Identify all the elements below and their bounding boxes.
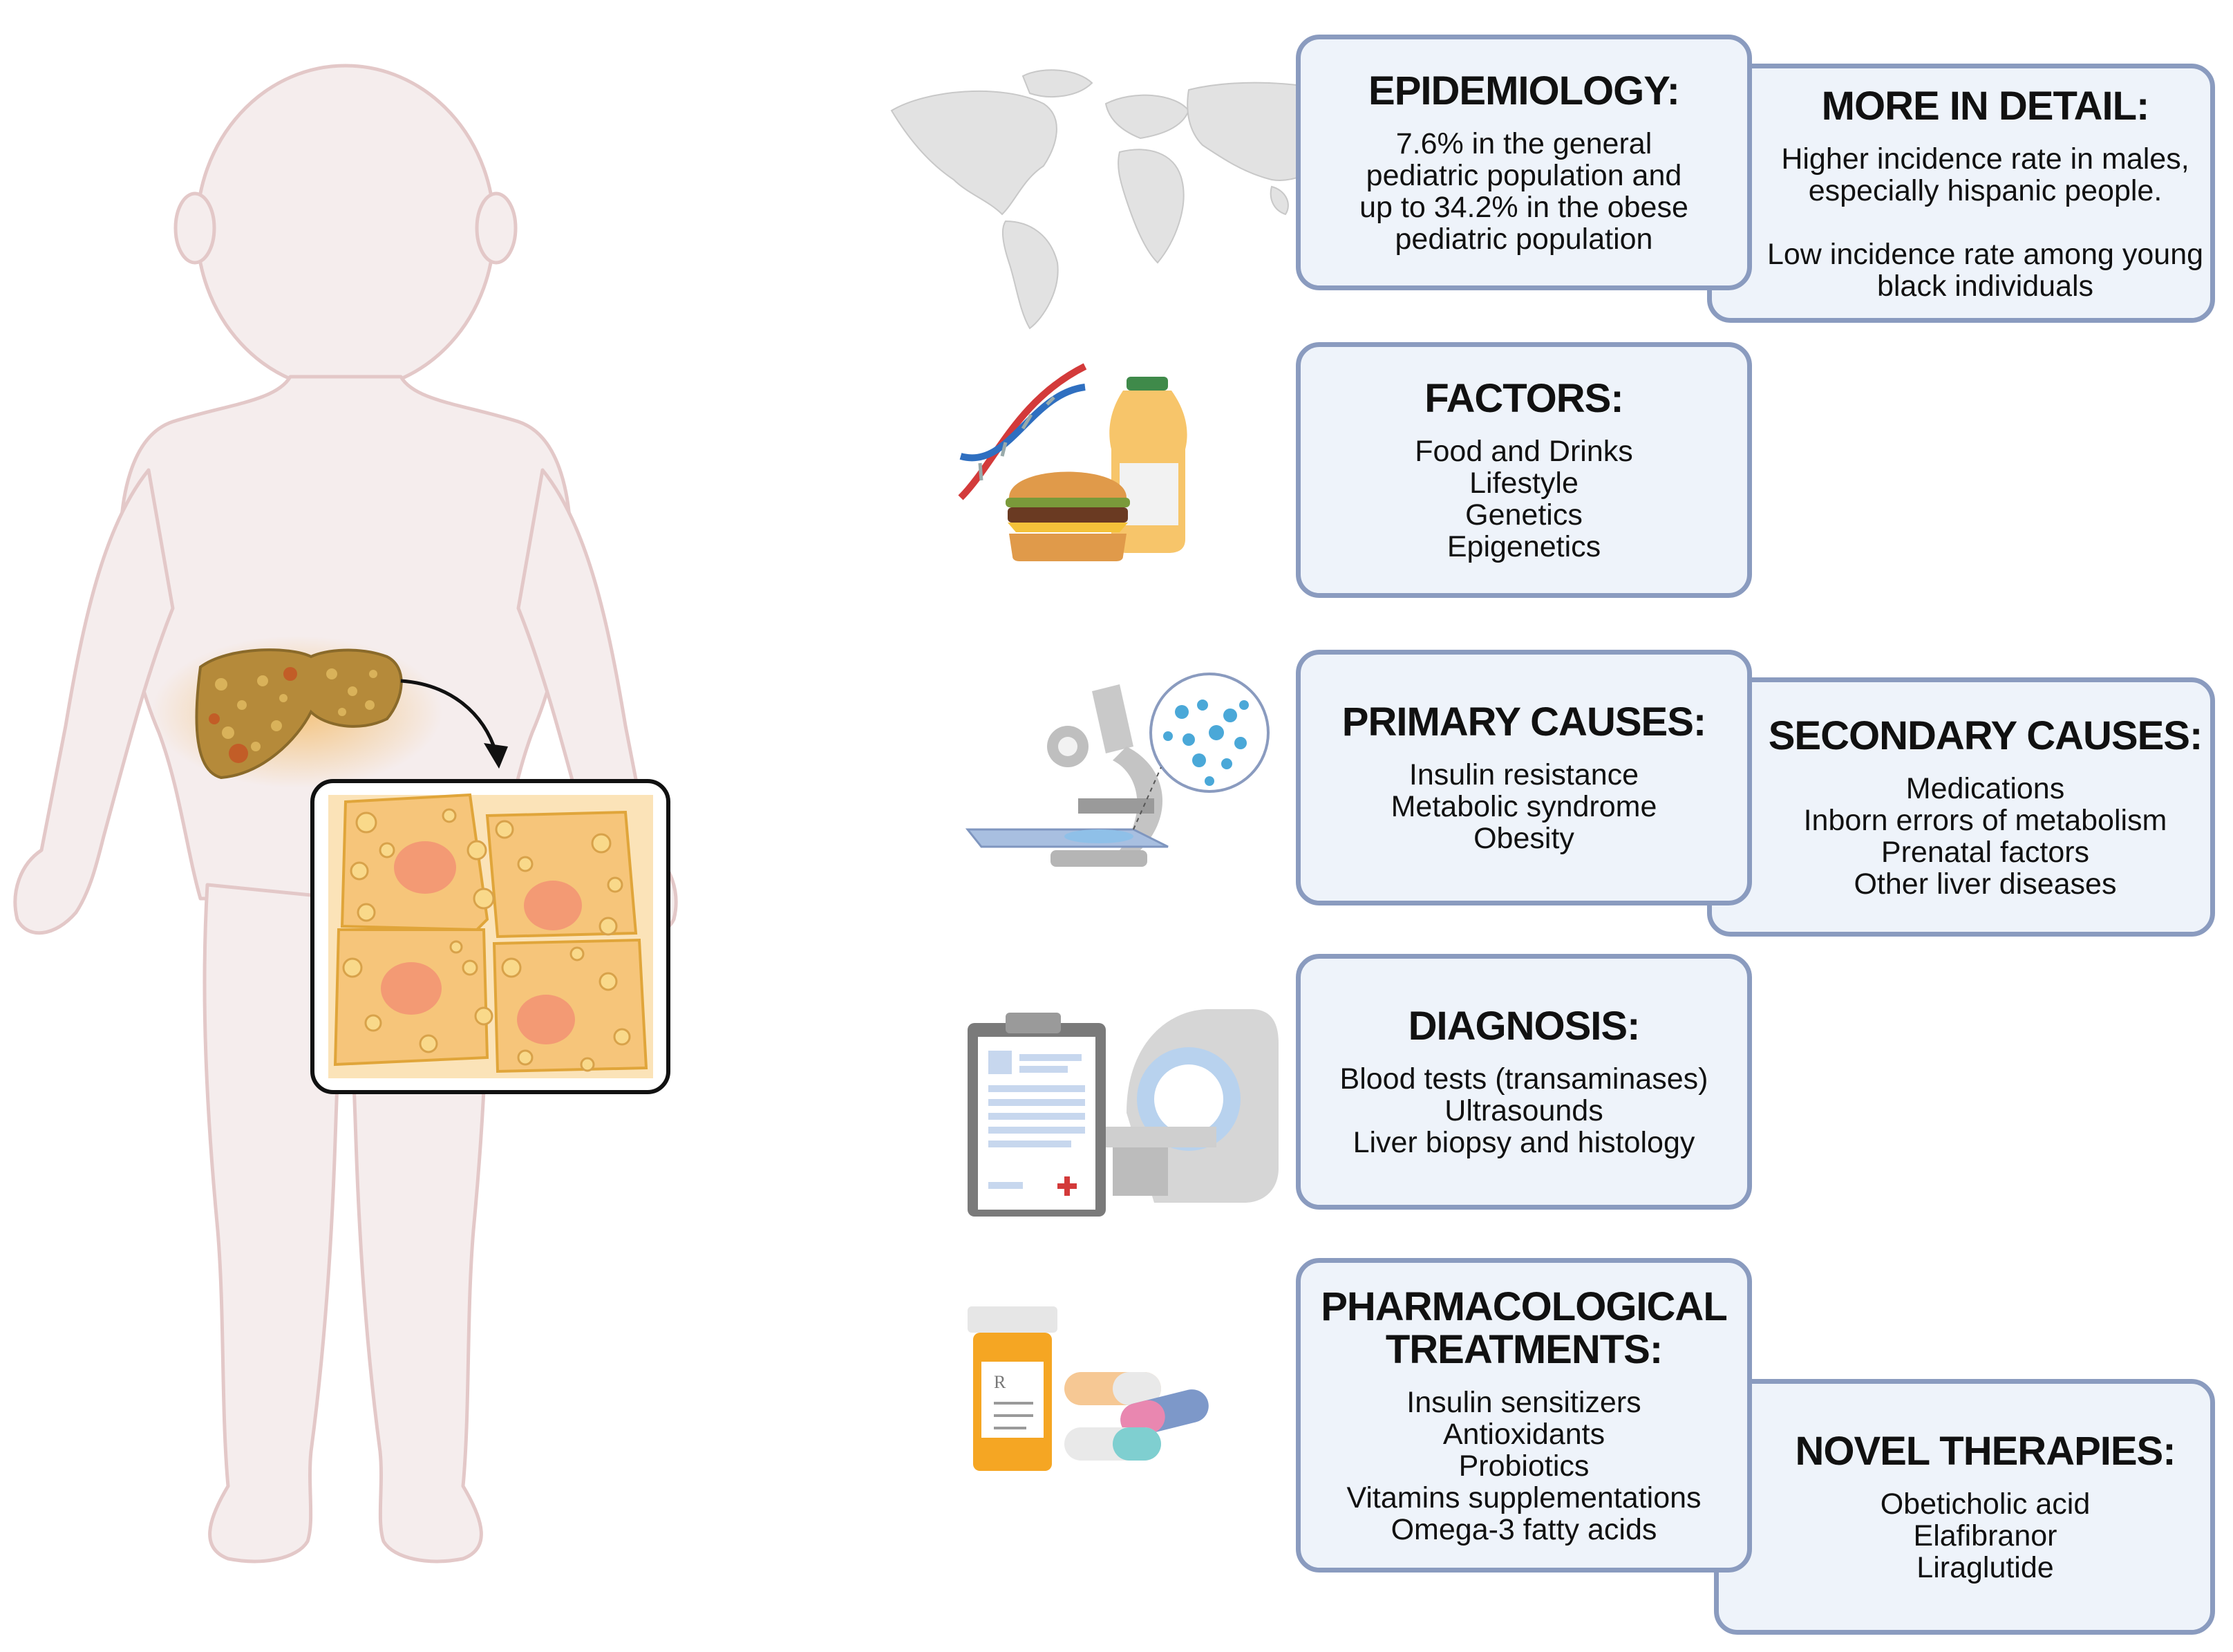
primary-causes-line: Obesity [1473,822,1574,855]
pharmacological-title-line2: TREATMENTS: [1385,1326,1663,1372]
pharmacological-line: Omega-3 fatty acids [1391,1512,1657,1546]
secondary-causes-line: Other liver diseases [1854,867,2117,901]
primary-causes-line: Metabolic syndrome [1391,790,1657,823]
pharmacological-line: Insulin sensitizers [1406,1385,1641,1419]
microscope-icon [965,673,1270,867]
novel-therapies-box: NOVEL THERAPIES: Obeticholic acid Elafib… [1714,1379,2215,1635]
factors-line: Lifestyle [1469,467,1579,500]
factors-line: Epigenetics [1447,530,1601,563]
more-in-detail-line: especially hispanic people. [1808,173,2163,207]
dna-burger-drink-icon [958,363,1187,561]
more-in-detail-title: MORE IN DETAIL: [1821,83,2150,129]
more-in-detail-line: Higher incidence rate in males, [1781,142,2189,176]
epidemiology-title: EPIDEMIOLOGY: [1368,68,1680,113]
pharmacological-treatments-box: PHARMACOLOGICAL TREATMENTS: Insulin sens… [1296,1258,1752,1573]
secondary-causes-line: Prenatal factors [1881,835,2090,869]
diagnosis-line: Liver biopsy and histology [1353,1126,1695,1159]
more-in-detail-line: Low incidence rate among young [1766,237,2204,271]
diagnosis-line: Blood tests (transaminases) [1339,1062,1708,1096]
svg-text:R: R [994,1372,1006,1392]
novel-therapies-line: Liraglutide [1916,1551,2054,1584]
secondary-causes-title: SECONDARY CAUSES: [1768,713,2203,758]
pharmacological-line: Probiotics [1458,1449,1590,1483]
epidemiology-line: pediatric population and [1366,159,1682,192]
hepatocyte-zoom-icon [310,779,670,1094]
pharmacological-title-line1: PHARMACOLOGICAL [1321,1284,1728,1329]
more-in-detail-box: MORE IN DETAIL: Higher incidence rate in… [1707,64,2215,323]
factors-title: FACTORS: [1424,376,1623,421]
novel-therapies-line: Obeticholic acid [1880,1487,2091,1521]
diagnosis-line: Ultrasounds [1444,1094,1603,1127]
pharmacological-line: Vitamins supplementations [1346,1481,1702,1514]
novel-therapies-line: Elafibranor [1913,1519,2057,1552]
more-in-detail-line: black individuals [1876,269,2094,303]
primary-causes-title: PRIMARY CAUSES: [1341,700,1706,744]
secondary-causes-box: SECONDARY CAUSES: Medications Inborn err… [1707,677,2215,937]
epidemiology-line: pediatric population [1395,223,1653,256]
primary-causes-line: Insulin resistance [1408,758,1639,791]
diagnosis-box: DIAGNOSIS: Blood tests (transaminases) U… [1296,954,1752,1210]
primary-causes-box: PRIMARY CAUSES: Insulin resistance Metab… [1296,650,1752,905]
child-body-illustration [13,64,678,1564]
secondary-causes-line: Inborn errors of metabolism [1803,803,2167,837]
pharmacological-line: Antioxidants [1442,1417,1605,1451]
epidemiology-line: up to 34.2% in the obese [1359,191,1688,224]
novel-therapies-title: NOVEL THERAPIES: [1795,1429,2176,1474]
factors-box: FACTORS: Food and Drinks Lifestyle Genet… [1296,342,1752,598]
secondary-causes-line: Medications [1905,771,2065,805]
factors-line: Genetics [1465,498,1583,532]
fatty-liver-icon [152,636,442,788]
diagnosis-title: DIAGNOSIS: [1408,1004,1641,1049]
epidemiology-box: EPIDEMIOLOGY: 7.6% in the general pediat… [1296,35,1752,290]
pill-bottle-capsules-icon: R [968,1306,1209,1471]
clipboard-mri-icon [968,1009,1279,1217]
epidemiology-line: 7.6% in the general [1395,127,1652,160]
factors-line: Food and Drinks [1415,435,1633,468]
